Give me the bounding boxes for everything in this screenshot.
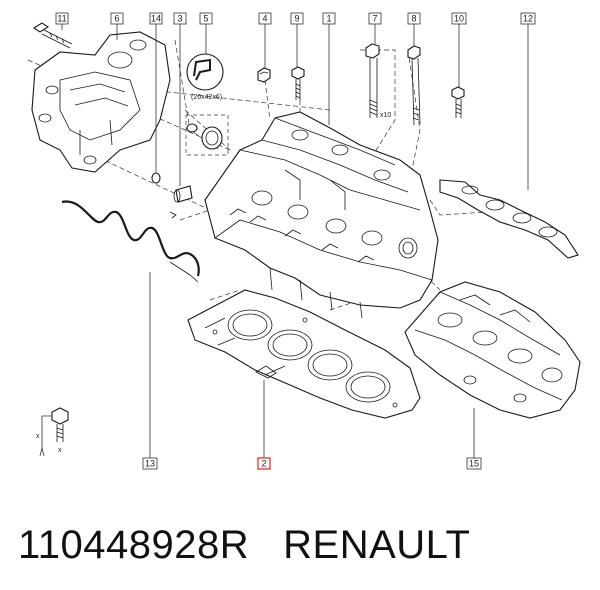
callout-8: 8 xyxy=(407,12,421,25)
callout-1: 1 xyxy=(322,12,336,25)
callout-7: 7 xyxy=(368,12,382,25)
svg-text:14: 14 xyxy=(151,14,161,24)
head-bolt-part-7: x10 xyxy=(365,43,391,119)
seal-part-5: (26x42x6) xyxy=(185,53,229,156)
timing-bracket-part-6 xyxy=(31,31,171,173)
svg-text:7: 7 xyxy=(372,14,377,24)
callout-12: 12 xyxy=(520,12,536,25)
svg-text:10: 10 xyxy=(454,14,464,24)
axis-x-bottom-label: x xyxy=(58,447,62,454)
svg-text:15: 15 xyxy=(469,459,479,469)
intake-manifold-part-15 xyxy=(404,281,581,419)
svg-text:2: 2 xyxy=(261,459,266,469)
callout-2-highlighted: 2 xyxy=(257,457,271,470)
plug-part-14 xyxy=(151,172,161,184)
callout-6: 6 xyxy=(110,12,124,25)
callout-10: 10 xyxy=(451,12,467,25)
svg-text:4: 4 xyxy=(262,14,267,24)
sleeve-part-3 xyxy=(169,185,193,219)
bolt-count-label: x10 xyxy=(380,112,391,119)
long-bolt-part-8 xyxy=(407,45,421,126)
callout-11: 11 xyxy=(55,12,69,25)
callout-leader-lines xyxy=(61,24,529,458)
callout-15: 15 xyxy=(466,457,482,470)
svg-text:13: 13 xyxy=(145,459,155,469)
svg-text:12: 12 xyxy=(523,14,533,24)
nut-part-4 xyxy=(257,67,271,83)
svg-text:9: 9 xyxy=(294,14,299,24)
manifold-gasket-part-12 xyxy=(439,179,579,259)
head-gasket-part-2 xyxy=(187,289,421,419)
callout-14: 14 xyxy=(149,12,163,25)
svg-text:8: 8 xyxy=(411,14,416,24)
part-number: 110448928R xyxy=(18,522,250,567)
exploded-parts-diagram: (26x42x6) x10 xyxy=(27,12,581,470)
brand-name: RENAULT xyxy=(283,522,471,567)
callout-13: 13 xyxy=(142,457,158,470)
seal-size-label: (26x42x6) xyxy=(191,94,222,101)
rubber-seal-part-13 xyxy=(61,200,200,283)
cylinder-head-part-1 xyxy=(204,111,439,319)
stud-part-9 xyxy=(291,66,305,100)
product-caption: 110448928R RENAULT xyxy=(18,515,588,575)
svg-text:6: 6 xyxy=(114,14,119,24)
callout-9: 9 xyxy=(290,12,304,25)
callout-5: 5 xyxy=(199,12,213,25)
callout-3: 3 xyxy=(173,12,187,25)
svg-text:1: 1 xyxy=(326,14,331,24)
svg-text:3: 3 xyxy=(177,14,182,24)
svg-text:5: 5 xyxy=(203,14,208,24)
axis-x-top-label: x xyxy=(36,433,40,440)
callout-4: 4 xyxy=(258,12,272,25)
bolt-part-10 xyxy=(451,86,465,118)
svg-text:11: 11 xyxy=(57,14,66,24)
bolt-orientation-indicator: x x xyxy=(36,407,69,457)
bolt-part-11 xyxy=(32,22,73,49)
